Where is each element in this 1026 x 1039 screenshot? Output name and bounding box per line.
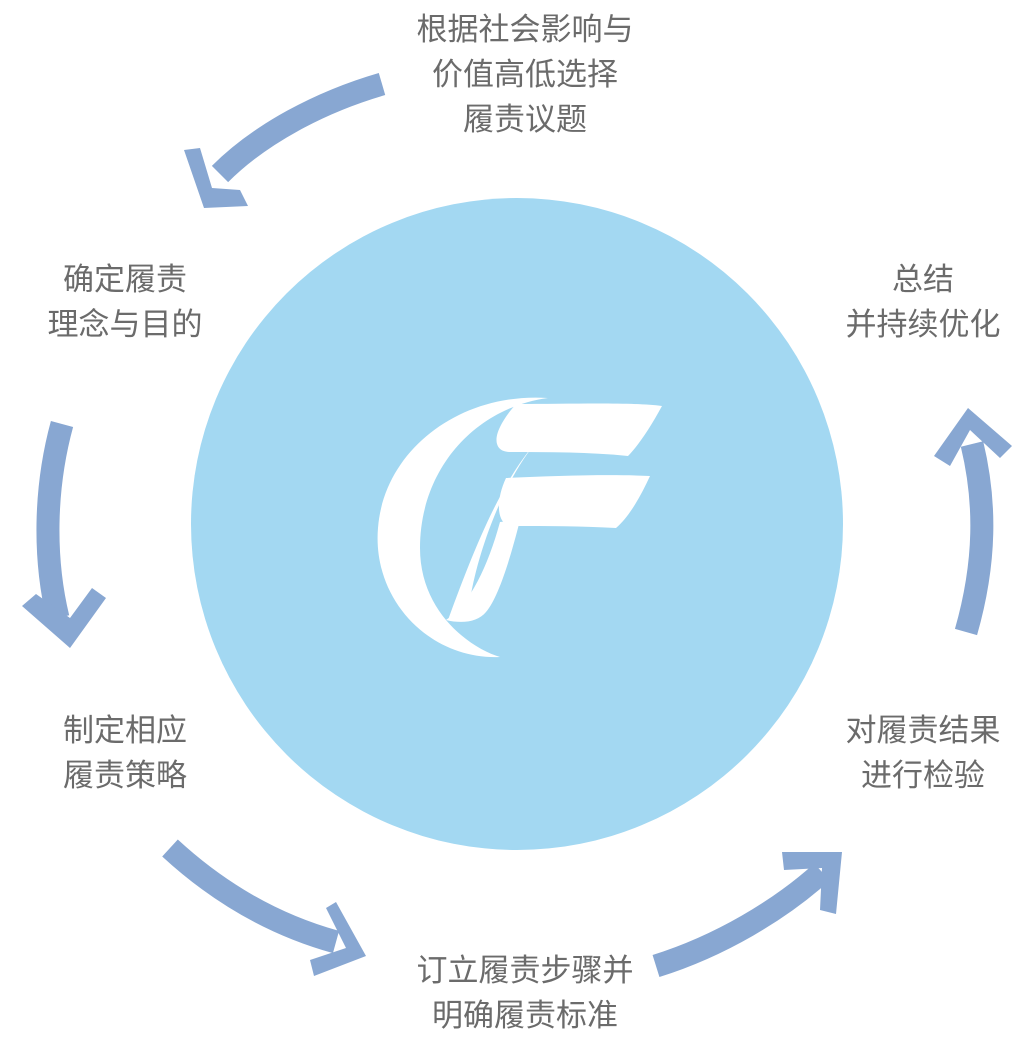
arrow-5-to-6 xyxy=(934,408,1012,636)
arrow-1-to-2 xyxy=(184,72,386,208)
arrow-head xyxy=(782,852,842,914)
step-label-select-issues: 根据社会影响与 价值高低选择 履责议题 xyxy=(360,8,690,143)
step-label-line: 根据社会影响与 xyxy=(416,12,634,48)
step-label-line: 并持续优化 xyxy=(845,307,1001,343)
stylized-letter-f-logo-icon xyxy=(377,397,662,658)
step-label-make-strategy: 制定相应 履责策略 xyxy=(0,709,250,799)
arrow-head xyxy=(184,148,248,208)
curved-arrow-icon xyxy=(211,72,386,183)
step-label-line: 履责策略 xyxy=(63,758,187,794)
step-label-line: 履责议题 xyxy=(463,102,587,138)
step-label-line: 理念与目的 xyxy=(47,307,203,343)
step-label-summarize-optimize: 总结 并持续优化 xyxy=(820,258,1026,348)
arrow-head xyxy=(22,588,106,648)
arrow-2-to-3 xyxy=(22,420,106,648)
arrow-head xyxy=(934,408,1012,466)
step-label-line: 价值高低选择 xyxy=(432,57,618,93)
step-label-line: 总结 xyxy=(892,262,954,298)
curved-arrow-icon xyxy=(162,839,340,954)
step-label-line: 制定相应 xyxy=(63,713,187,749)
arrow-4-to-5 xyxy=(652,852,842,977)
curved-arrow-icon xyxy=(954,441,994,636)
step-label-set-steps: 订立履责步骤并 明确履责标准 xyxy=(360,949,690,1039)
curved-arrow-icon xyxy=(652,863,830,977)
step-label-line: 订立履责步骤并 xyxy=(416,953,634,989)
arrow-3-to-4 xyxy=(162,839,366,976)
curved-arrow-icon xyxy=(36,420,74,621)
step-label-line: 进行检验 xyxy=(861,758,985,794)
step-label-verify-results: 对履责结果 进行检验 xyxy=(820,709,1026,799)
step-label-line: 明确履责标准 xyxy=(432,998,618,1034)
arrow-head xyxy=(310,902,366,976)
step-label-line: 确定履责 xyxy=(63,262,187,298)
step-label-line: 对履责结果 xyxy=(845,713,1001,749)
step-label-define-purpose: 确定履责 理念与目的 xyxy=(0,258,250,348)
